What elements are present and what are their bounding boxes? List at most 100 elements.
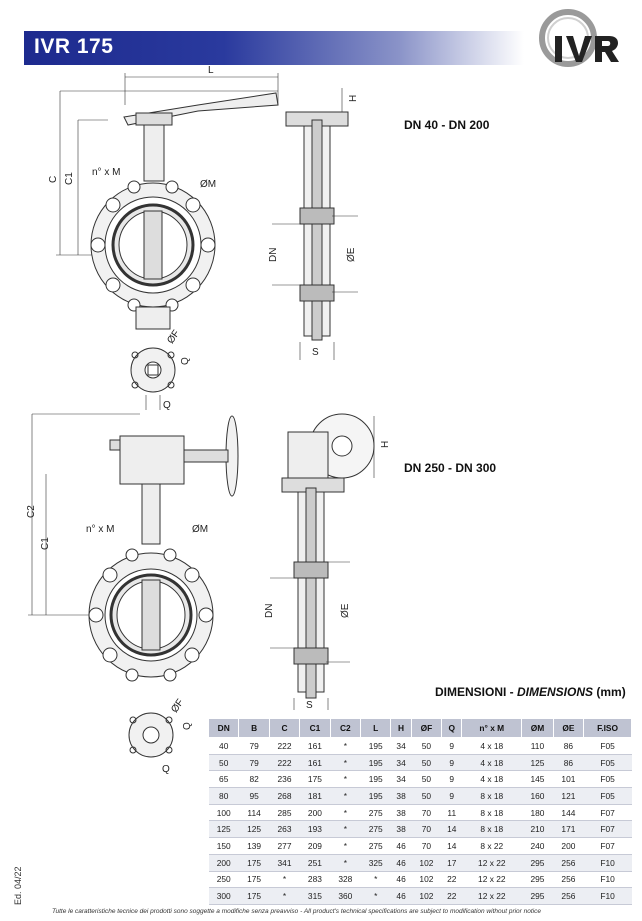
table-cell: 139: [238, 837, 270, 855]
table-cell: 12 x 22: [461, 871, 522, 889]
table-cell: 175: [238, 887, 270, 905]
table-cell: 14: [441, 820, 462, 839]
product-title: IVR 175: [34, 35, 114, 58]
table-cell: 200: [299, 804, 331, 822]
table-cell: 22: [441, 871, 462, 889]
table-cell: 4 x 18: [461, 737, 522, 755]
table-cell: 180: [521, 804, 554, 822]
table-cell: 82: [238, 770, 270, 789]
dimensions-unit: (mm): [593, 685, 626, 699]
table-cell: 222: [269, 754, 300, 772]
footnote: Tutte le caratteristiche tecnice dei pro…: [52, 908, 541, 915]
table-cell: 250: [208, 871, 239, 889]
dimensions-title-it: DIMENSIONI -: [435, 685, 518, 699]
table-cell: 193: [299, 820, 331, 839]
table-cell: 101: [553, 770, 584, 789]
table-cell: 295: [521, 854, 554, 872]
table-cell: 209: [299, 837, 331, 855]
table-cell: 360: [330, 887, 361, 905]
table-cell: 40: [208, 737, 239, 755]
table-cell: 256: [553, 871, 584, 889]
table-cell: 222: [269, 737, 300, 755]
table-cell: 102: [411, 887, 442, 905]
table-cell: 175: [238, 871, 270, 889]
table-cell: 275: [360, 804, 391, 822]
table-cell: 34: [390, 770, 412, 789]
dimensions-title-en: DIMENSIONS: [517, 685, 594, 699]
table-cell: 275: [360, 837, 391, 855]
table-cell: *: [330, 837, 361, 855]
table-cell: 34: [390, 737, 412, 755]
table-cell: 125: [238, 820, 270, 839]
table-cell: F07: [583, 804, 632, 822]
table-cell: 34: [390, 754, 412, 772]
table-cell: 145: [521, 770, 554, 789]
table-cell: 268: [269, 787, 300, 805]
table-cell: *: [269, 887, 300, 905]
table-cell: F10: [583, 854, 632, 872]
table-cell: 200: [208, 854, 239, 872]
table-cell: 275: [360, 820, 391, 839]
label-Q-bottom-bottom: Q: [162, 764, 170, 775]
table-cell: 70: [411, 804, 442, 822]
table-cell: 102: [411, 854, 442, 872]
table-cell: 86: [553, 754, 584, 772]
table-cell: 251: [299, 854, 331, 872]
table-cell: *: [330, 787, 361, 805]
table-cell: *: [360, 871, 391, 889]
table-cell: 50: [411, 754, 442, 772]
table-cell: 9: [441, 770, 462, 789]
label-OE-bottom: ØE: [340, 603, 351, 618]
table-cell: 4 x 18: [461, 770, 522, 789]
table-cell: 171: [553, 820, 584, 839]
table-cell: 50: [208, 754, 239, 772]
table-cell: *: [330, 754, 361, 772]
table-cell: F07: [583, 820, 632, 839]
table-cell: *: [269, 871, 300, 889]
table-cell: 50: [411, 737, 442, 755]
table-cell: 300: [208, 887, 239, 905]
table-cell: 80: [208, 787, 239, 805]
label-OM: ØM: [200, 179, 216, 190]
table-cell: 150: [208, 837, 239, 855]
table-cell: 17: [441, 854, 462, 872]
label-C1-bottom: C1: [40, 537, 51, 550]
table-cell: 95: [238, 787, 270, 805]
header-band: [24, 31, 524, 65]
table-cell: 195: [360, 770, 391, 789]
label-Q-right-bottom: Q: [182, 722, 193, 730]
table-cell: 46: [390, 887, 412, 905]
column-header: H: [390, 718, 412, 738]
table-cell: 181: [299, 787, 331, 805]
label-OM-bottom: ØM: [192, 524, 208, 535]
table-cell: 12 x 22: [461, 854, 522, 872]
column-header: n° x M: [461, 718, 523, 738]
table-cell: 283: [299, 871, 331, 889]
table-cell: *: [360, 887, 391, 905]
label-nxM: n° x M: [92, 167, 120, 178]
table-cell: 12 x 22: [461, 887, 522, 905]
table-cell: *: [330, 804, 361, 822]
table-cell: 195: [360, 787, 391, 805]
table-cell: 295: [521, 871, 554, 889]
table-cell: 102: [411, 871, 442, 889]
table-cell: 285: [269, 804, 300, 822]
table-cell: 121: [553, 787, 584, 805]
table-cell: F10: [583, 871, 632, 889]
table-cell: F05: [583, 754, 632, 772]
table-cell: 50: [411, 787, 442, 805]
table-cell: 9: [441, 754, 462, 772]
table-cell: 256: [553, 854, 584, 872]
top-front-view-drawing: L C C1 n° x M ØM ØF Q Q: [48, 65, 279, 411]
table-cell: 195: [360, 754, 391, 772]
table-cell: 9: [441, 737, 462, 755]
table-cell: 175: [238, 854, 270, 872]
column-header: C2: [329, 718, 362, 738]
table-cell: 125: [208, 820, 239, 839]
column-header: B: [238, 718, 270, 738]
